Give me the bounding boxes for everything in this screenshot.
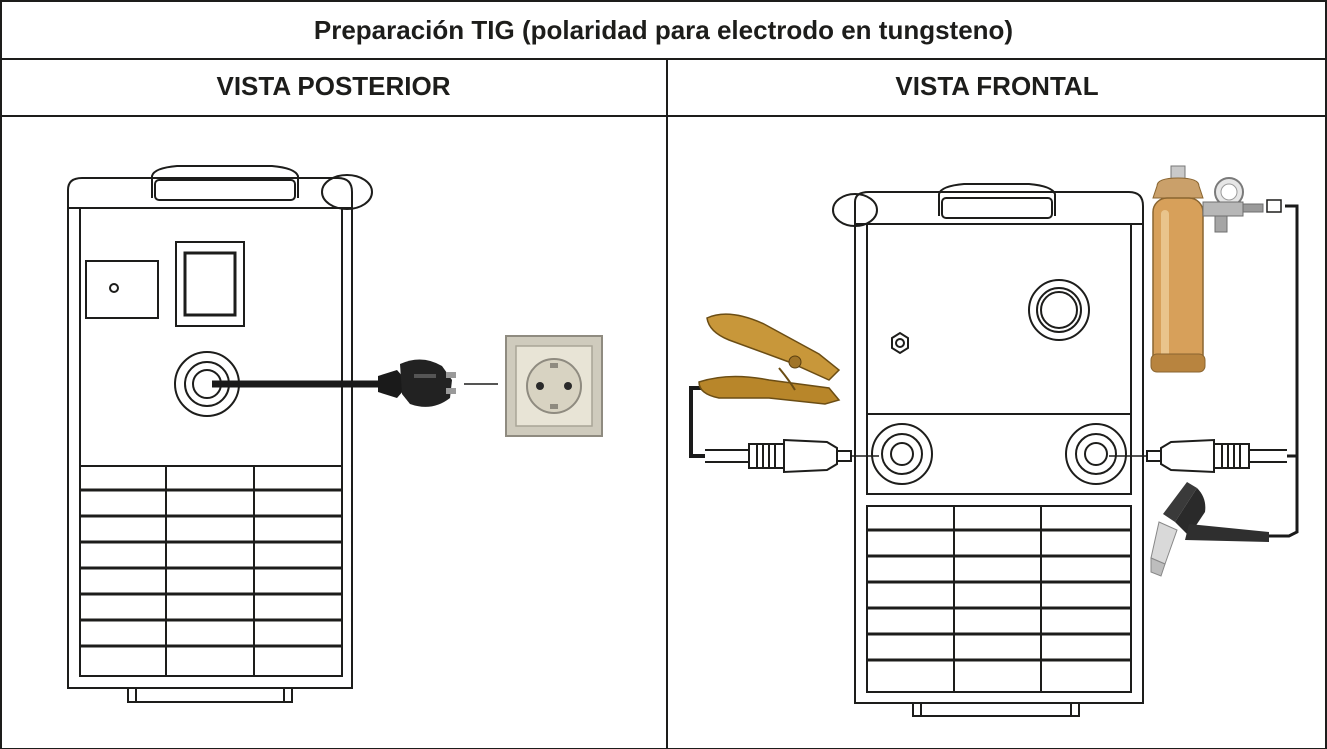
- power-plug-icon: [378, 359, 456, 407]
- welder-front-icon: [832, 183, 1144, 717]
- ground-cable-plug: [705, 438, 879, 474]
- ground-clamp-icon: [698, 313, 841, 405]
- torch-cable: [1265, 456, 1299, 538]
- gas-cylinder-icon: [1150, 165, 1206, 373]
- gas-regulator-icon: [1202, 177, 1282, 233]
- wall-socket-icon: [505, 335, 603, 437]
- front-view-heading: VISTA FRONTAL: [895, 71, 1099, 101]
- torch-cable-plug: [1109, 438, 1287, 474]
- gas-hose: [1285, 204, 1299, 458]
- front-view-panel: [689, 165, 1299, 717]
- rear-view-panel: [67, 165, 603, 703]
- tig-torch-icon: [1150, 482, 1269, 577]
- page-title: Preparación TIG (polaridad para electrod…: [313, 15, 1014, 45]
- ground-cable: [689, 386, 705, 458]
- rear-view-heading: VISTA POSTERIOR: [216, 71, 451, 101]
- welder-rear-icon: [67, 165, 373, 703]
